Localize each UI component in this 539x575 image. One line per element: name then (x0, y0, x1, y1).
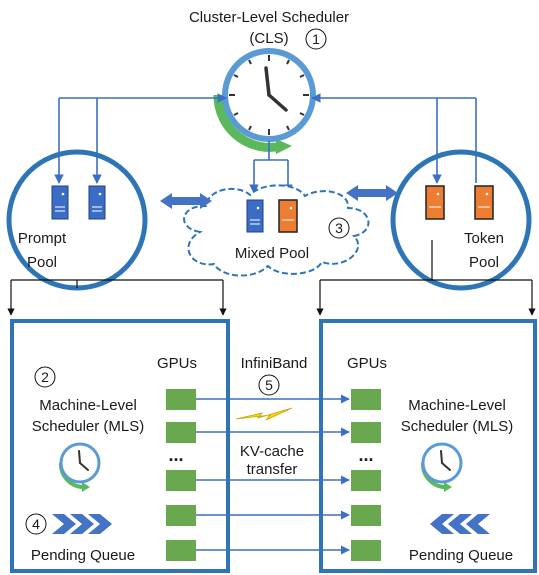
left-mls-line1: Machine-Level (39, 397, 137, 414)
cls-connection-arrows (54, 93, 477, 194)
right-mls-clock-icon (420, 442, 463, 492)
right-gpu-4 (351, 505, 381, 526)
left-gpu-1 (166, 389, 196, 410)
left-gpu-4 (166, 505, 196, 526)
mixed-pool-cloud (183, 184, 370, 277)
right-queue-label: Pending Queue (409, 547, 513, 564)
cls-title-line2: (CLS) (249, 30, 288, 47)
mixed-server-icon-blue (246, 199, 264, 233)
left-gpu-2 (166, 422, 196, 443)
left-queue-label: Pending Queue (31, 547, 135, 564)
left-machine-badge-number: 2 (41, 369, 49, 385)
left-machine-box (10, 319, 230, 573)
left-mls-line2: Scheduler (MLS) (32, 418, 145, 435)
infiniband-badge-number: 5 (265, 377, 273, 393)
kv-transfer-line1: KV-cache (240, 443, 304, 460)
right-machine-box (319, 319, 537, 573)
cls-title-line1: Cluster-Level Scheduler (189, 9, 349, 26)
kv-transfer-label-bg (240, 441, 304, 477)
prompt-mixed-double-arrow (160, 193, 212, 209)
right-gpu-ellipsis: ... (358, 445, 373, 465)
left-gpu-ellipsis: ... (168, 445, 183, 465)
pool-to-machine-arrows (7, 240, 536, 316)
right-gpu-1 (351, 389, 381, 410)
gpu-transfer-arrows (196, 394, 350, 555)
cls-clock-icon (213, 48, 316, 154)
lightning-bolt-icon (235, 407, 293, 421)
right-gpu-column (351, 389, 381, 561)
cls-badge-number: 1 (312, 31, 320, 47)
right-gpu-5 (351, 540, 381, 561)
token-pool-circle (390, 149, 532, 291)
right-gpu-2 (351, 422, 381, 443)
mixed-token-double-arrow (346, 185, 398, 201)
mixed-pool-step-badge: 3 (328, 217, 350, 239)
left-queue-step-badge: 4 (25, 513, 47, 535)
cls-step-badge: 1 (305, 28, 327, 50)
left-gpu-5 (166, 540, 196, 561)
prompt-pool-label-line1: Prompt (18, 230, 67, 247)
infiniband-step-badge: 5 (258, 374, 280, 396)
token-server-icon-2 (474, 185, 494, 220)
left-queue-badge-number: 4 (32, 516, 40, 532)
left-mls-clock-icon (58, 442, 101, 492)
right-mls-line1: Machine-Level (408, 397, 506, 414)
left-gpu-column (166, 389, 196, 561)
left-machine-step-badge: 2 (34, 366, 56, 388)
left-queue-chevrons-icon (52, 514, 112, 534)
prompt-server-icon-1 (51, 185, 69, 220)
mixed-pool-badge-number: 3 (335, 220, 343, 236)
left-gpu-3 (166, 470, 196, 491)
infiniband-label: InfiniBand (241, 355, 308, 372)
token-pool-label-line2: Pool (469, 254, 499, 271)
mixed-pool-label: Mixed Pool (235, 245, 309, 262)
kv-transfer-line2: transfer (247, 461, 298, 478)
token-pool-label-line1: Token (464, 230, 504, 247)
token-server-icon-1 (425, 185, 445, 220)
right-queue-chevrons-icon (430, 514, 490, 534)
right-gpu-3 (351, 470, 381, 491)
right-gpus-label: GPUs (347, 355, 387, 372)
right-mls-line2: Scheduler (MLS) (401, 418, 514, 435)
prompt-pool-label-line2: Pool (27, 254, 57, 271)
prompt-server-icon-2 (88, 185, 106, 220)
left-gpus-label: GPUs (157, 355, 197, 372)
mixed-server-icon-orange (278, 199, 298, 233)
